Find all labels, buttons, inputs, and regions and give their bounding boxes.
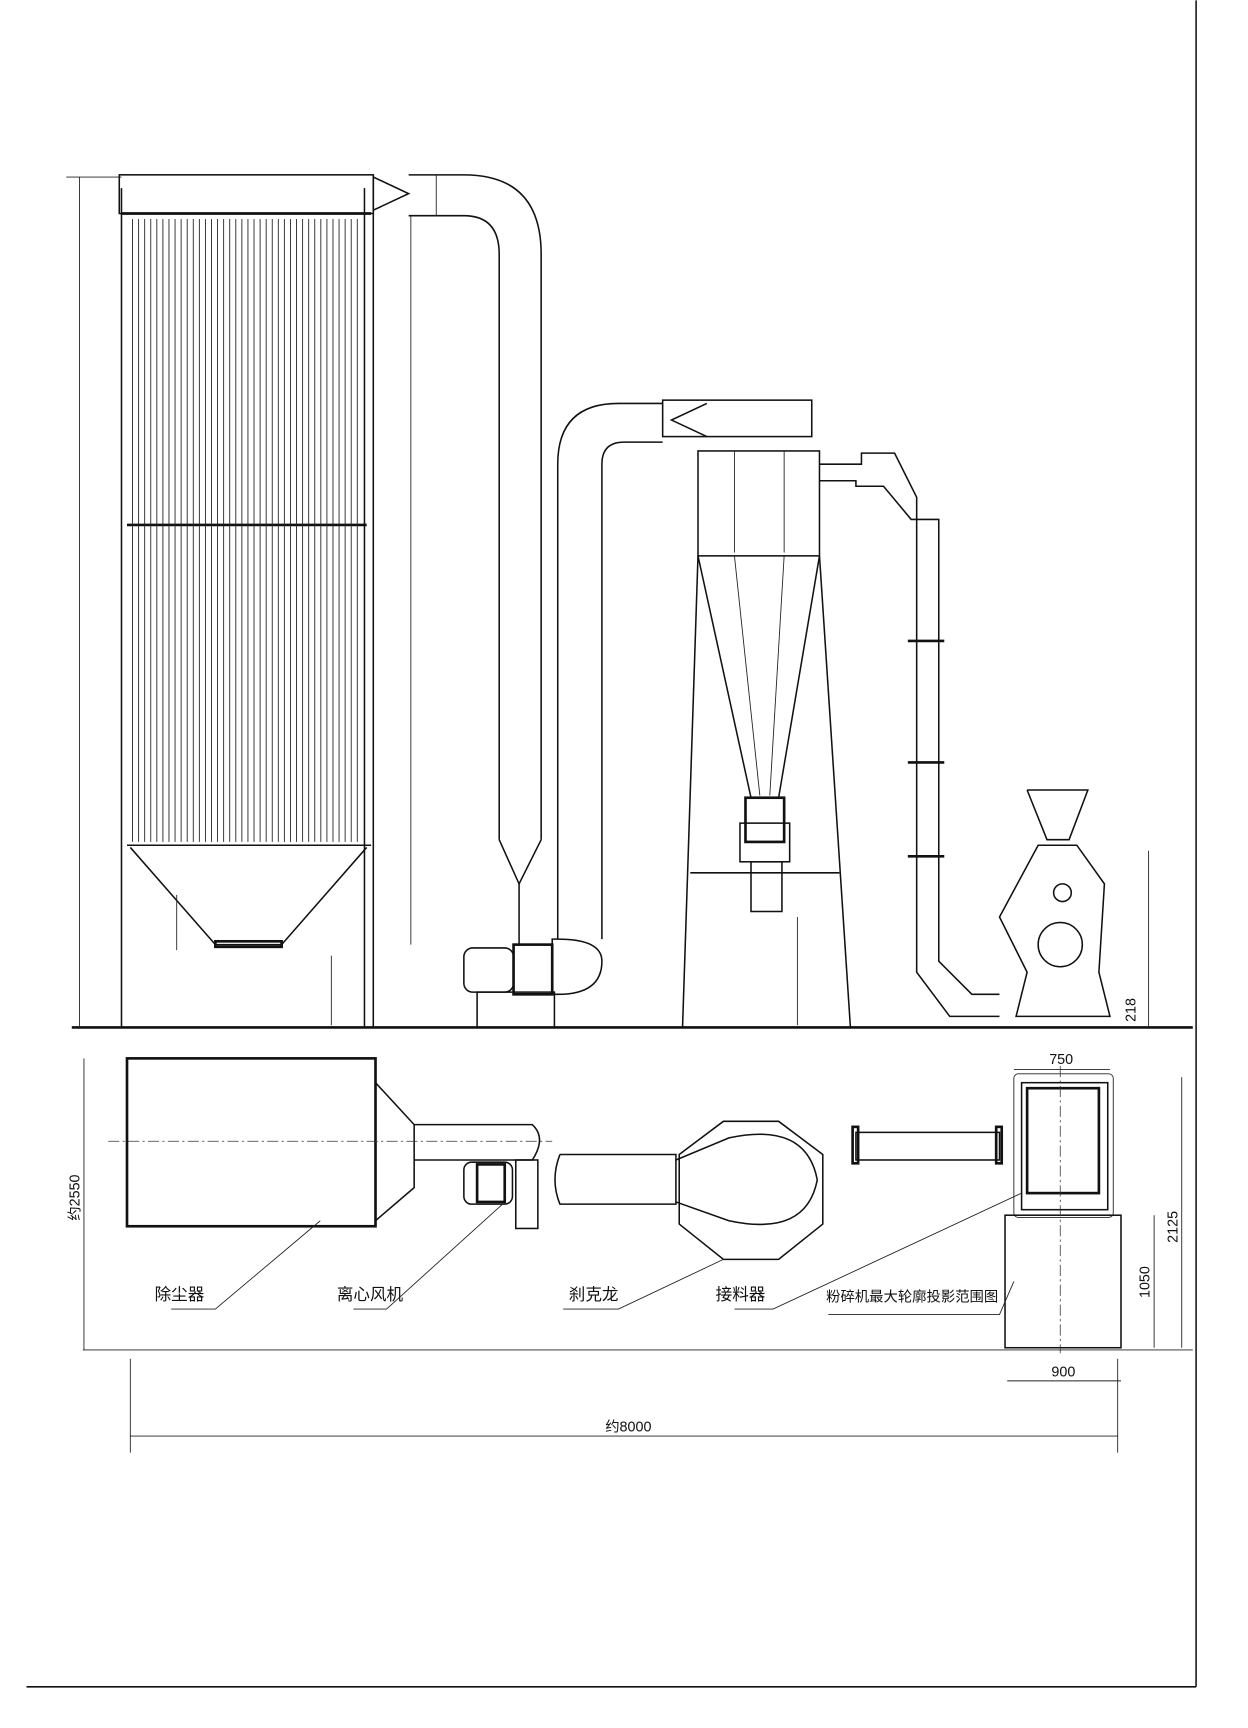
dim-outlet-height: 218 [1123,998,1139,1022]
dust-collector-elevation [66,174,412,1028]
label-cyclone: 刹克龙 [569,1285,619,1304]
dim-overall-width: 约8000 [605,1419,651,1436]
label-crusher-projection: 粉碎机最大轮廓投影范围图 [826,1288,998,1305]
dim-crusher-depth: 2125 [1165,1211,1181,1243]
duct-fan-to-cyclone [556,399,813,940]
dim-crusher-base-width: 900 [1051,1364,1075,1380]
crusher-elevation [998,789,1150,1028]
riser-pipe [819,452,1000,1018]
sheet-border [26,0,1197,1688]
duct-collector-to-fan [372,174,542,945]
centrifugal-fan-elevation [463,938,603,1029]
plan-view [82,1057,1193,1354]
cyclone-elevation [681,450,852,1028]
dim-crusher-base-depth: 1050 [1138,1266,1154,1298]
label-dust-collector: 除尘器 [155,1285,205,1304]
dimensions [83,1058,1183,1453]
label-centrifugal-fan: 离心风机 [337,1285,404,1304]
label-receiver: 接料器 [716,1285,766,1304]
dim-crusher-top-width: 750 [1049,1052,1073,1068]
dim-overall-depth: 约2550 [67,1174,84,1220]
elevation-view [66,174,1193,1029]
